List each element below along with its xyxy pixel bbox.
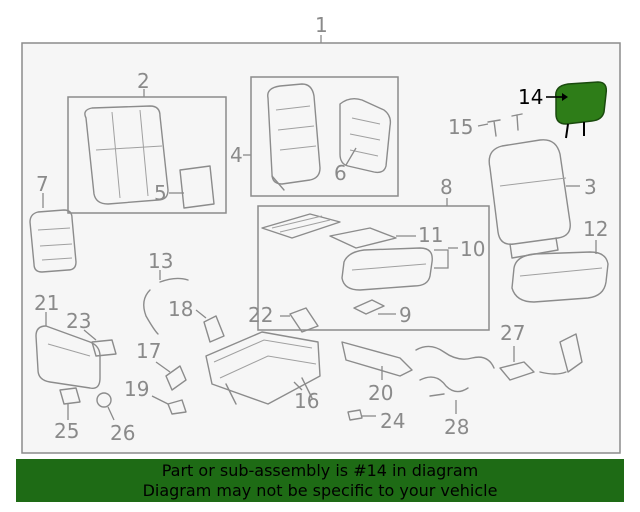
box-8 (257, 205, 490, 331)
label-9: 9 (399, 303, 412, 327)
label-6: 6 (334, 161, 347, 185)
part-buckle (539, 333, 583, 375)
label-18: 18 (168, 297, 193, 321)
label-20: 20 (368, 381, 393, 405)
box-4 (250, 76, 399, 197)
label-23: 23 (66, 309, 91, 333)
part-12-seat-cushion (511, 240, 609, 303)
part-11-heater-mat (261, 213, 416, 249)
part-20-bar (341, 341, 413, 380)
label-14: 14 (518, 85, 543, 109)
label-15: 15 (448, 115, 473, 139)
info-footer: Part or sub-assembly is #14 in diagram D… (16, 459, 624, 502)
label-22: 22 (248, 303, 273, 327)
part-9-clip (353, 299, 396, 315)
label-13: 13 (148, 249, 173, 273)
label-21: 21 (34, 291, 59, 315)
part-19-clip (151, 395, 187, 415)
label-11: 11 (418, 223, 443, 247)
part-22-bracket (280, 307, 319, 333)
label-26: 26 (110, 421, 135, 445)
assembly-frame (21, 42, 621, 454)
label-16: 16 (294, 389, 319, 413)
part-2-seatback-cover (84, 105, 169, 205)
part-10-cushion-pad (341, 247, 458, 291)
label-5: 5 (154, 181, 167, 205)
part-23-switch (83, 329, 117, 357)
label-1: 1 (315, 13, 328, 37)
label-12: 12 (583, 217, 608, 241)
label-24: 24 (380, 409, 405, 433)
box-2 (67, 96, 227, 214)
label-8: 8 (440, 175, 453, 199)
label-17: 17 (136, 339, 161, 363)
label-2: 2 (137, 69, 150, 93)
parts-diagram: 1 2 3 4 5 6 7 8 9 10 11 12 13 14 15 16 1… (21, 13, 621, 454)
label-28: 28 (444, 415, 469, 439)
part-25-knob (59, 387, 81, 420)
part-4-back-frame (267, 83, 321, 191)
part-18-bracket (195, 309, 225, 343)
part-14-headrest (546, 81, 608, 139)
part-15-headrest-guides (477, 113, 523, 137)
part-24-plug (347, 409, 376, 421)
part-7-back-panel (29, 193, 77, 273)
part-26-knob (96, 392, 115, 421)
label-10: 10 (460, 237, 485, 261)
label-7: 7 (36, 172, 49, 196)
label-25: 25 (54, 419, 79, 443)
label-19: 19 (124, 377, 149, 401)
part-28-harness (415, 345, 495, 414)
footer-line-2: Diagram may not be specific to your vehi… (142, 481, 498, 500)
part-17-bracket (155, 361, 187, 391)
part-5-pad (169, 165, 215, 209)
footer-line-1: Part or sub-assembly is #14 in diagram (161, 461, 479, 480)
part-27-module (499, 346, 535, 381)
part-21-side-shield (35, 312, 101, 389)
part-16-seat-track (205, 331, 321, 405)
part-6-support (339, 97, 392, 174)
label-27: 27 (500, 321, 525, 345)
label-3: 3 (584, 175, 597, 199)
part-13-wire (143, 270, 189, 335)
label-4: 4 (230, 143, 243, 167)
